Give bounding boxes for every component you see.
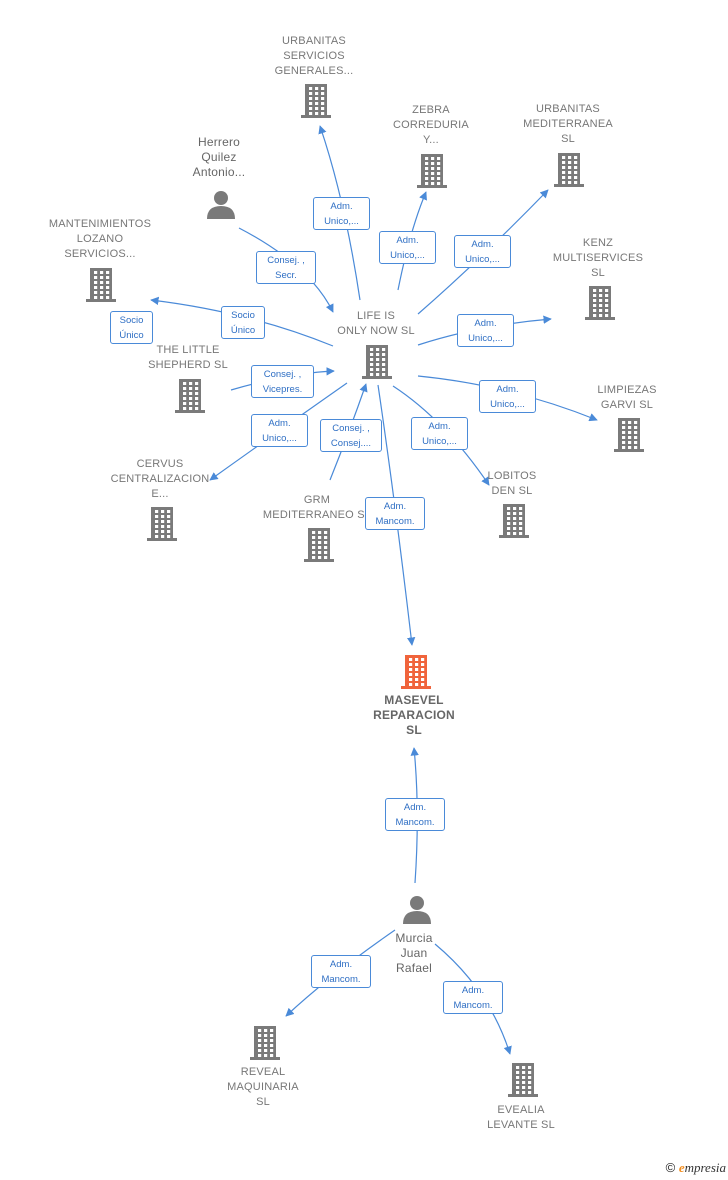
extra-tag-mantenimientos[interactable]: Socio Único: [110, 311, 153, 344]
edge-tag-life-is-only-now-to-kenz[interactable]: Adm. Unico,...: [457, 314, 514, 347]
brand-name: mpresia: [684, 1160, 726, 1175]
evealia-label[interactable]: EVEALIA LEVANTE SL: [487, 1104, 555, 1131]
edge-tag-murcia-to-reveal[interactable]: Adm. Mancom.: [311, 955, 371, 988]
edge-tag-herrero-to-life-is-only-now[interactable]: Consej. , Secr.: [256, 251, 316, 284]
edge-tag-life-is-only-now-to-masevel[interactable]: Adm. Mancom.: [365, 497, 425, 530]
reveal-building-icon[interactable]: [250, 1026, 280, 1060]
herrero-label[interactable]: Herrero Quilez Antonio...: [192, 135, 246, 179]
mantenimientos-building-icon[interactable]: [86, 268, 116, 302]
life-is-only-now-label[interactable]: LIFE IS ONLY NOW SL: [337, 310, 415, 337]
life-is-only-now-building-icon[interactable]: [362, 345, 392, 379]
little-shepherd-label[interactable]: THE LITTLE SHEPHERD SL: [148, 344, 228, 371]
herrero-person-icon[interactable]: [207, 191, 235, 219]
brand-footer[interactable]: © empresia: [666, 1160, 726, 1176]
copyright-icon: ©: [665, 1160, 676, 1175]
kenz-label[interactable]: KENZ MULTISERVICES SL: [552, 237, 644, 279]
edge-tag-murcia-to-masevel[interactable]: Adm. Mancom.: [385, 798, 445, 831]
zebra-building-icon[interactable]: [417, 154, 447, 188]
edge-tag-life-is-only-now-to-urbanitas-mediterranea[interactable]: Adm. Unico,...: [454, 235, 511, 268]
urbanitas-mediterranea-building-icon[interactable]: [554, 153, 584, 187]
reveal-label[interactable]: REVEAL MAQUINARIA SL: [227, 1066, 299, 1108]
zebra-label[interactable]: ZEBRA CORREDURIA Y...: [393, 104, 469, 146]
little-shepherd-building-icon[interactable]: [175, 379, 205, 413]
grm-label[interactable]: GRM MEDITERRANEO SL: [262, 494, 371, 521]
edge-tag-life-is-only-now-to-mantenimientos[interactable]: Socio Único: [221, 306, 265, 339]
murcia-label[interactable]: Murcia Juan Rafael: [395, 931, 433, 975]
edge-tag-life-is-only-now-to-lobitos[interactable]: Adm. Unico,...: [411, 417, 468, 450]
cervus-building-icon[interactable]: [147, 507, 177, 541]
brand-logo: empresia: [679, 1160, 726, 1175]
mantenimientos-label[interactable]: MANTENIMIENTOS LOZANO SERVICIOS...: [48, 218, 152, 260]
evealia-building-icon[interactable]: [508, 1063, 538, 1097]
edge-tag-murcia-to-evealia[interactable]: Adm. Mancom.: [443, 981, 503, 1014]
urbanitas-servicios-label[interactable]: URBANITAS SERVICIOS GENERALES...: [274, 35, 354, 77]
edge-tag-little-shepherd-to-life-is-only-now[interactable]: Consej. , Vicepres.: [251, 365, 314, 398]
limpiezas-label[interactable]: LIMPIEZAS GARVI SL: [597, 384, 657, 411]
urbanitas-mediterranea-label[interactable]: URBANITAS MEDITERRANEA SL: [523, 103, 613, 145]
masevel-label[interactable]: MASEVEL REPARACION SL: [373, 693, 455, 737]
icon-layer: [86, 84, 644, 1097]
edge-tag-life-is-only-now-to-cervus[interactable]: Adm. Unico,...: [251, 414, 308, 447]
grm-building-icon[interactable]: [304, 528, 334, 562]
kenz-building-icon[interactable]: [585, 286, 615, 320]
urbanitas-servicios-building-icon[interactable]: [301, 84, 331, 118]
cervus-label[interactable]: CERVUS CENTRALIZACION E...: [110, 458, 210, 500]
lobitos-building-icon[interactable]: [499, 504, 529, 538]
brand-letter: e: [678, 1160, 685, 1175]
murcia-person-icon[interactable]: [403, 896, 431, 924]
masevel-building-icon[interactable]: [401, 655, 431, 689]
limpiezas-building-icon[interactable]: [614, 418, 644, 452]
edge-tag-life-is-only-now-to-limpiezas[interactable]: Adm. Unico,...: [479, 380, 536, 413]
edge-tag-grm-to-life-is-only-now[interactable]: Consej. , Consej....: [320, 419, 382, 452]
edge-tag-life-is-only-now-to-zebra[interactable]: Adm. Unico,...: [379, 231, 436, 264]
lobitos-label[interactable]: LOBITOS DEN SL: [487, 470, 537, 497]
edge-layer: [150, 125, 598, 1055]
edge-tag-life-is-only-now-to-urbanitas-servicios[interactable]: Adm. Unico,...: [313, 197, 370, 230]
